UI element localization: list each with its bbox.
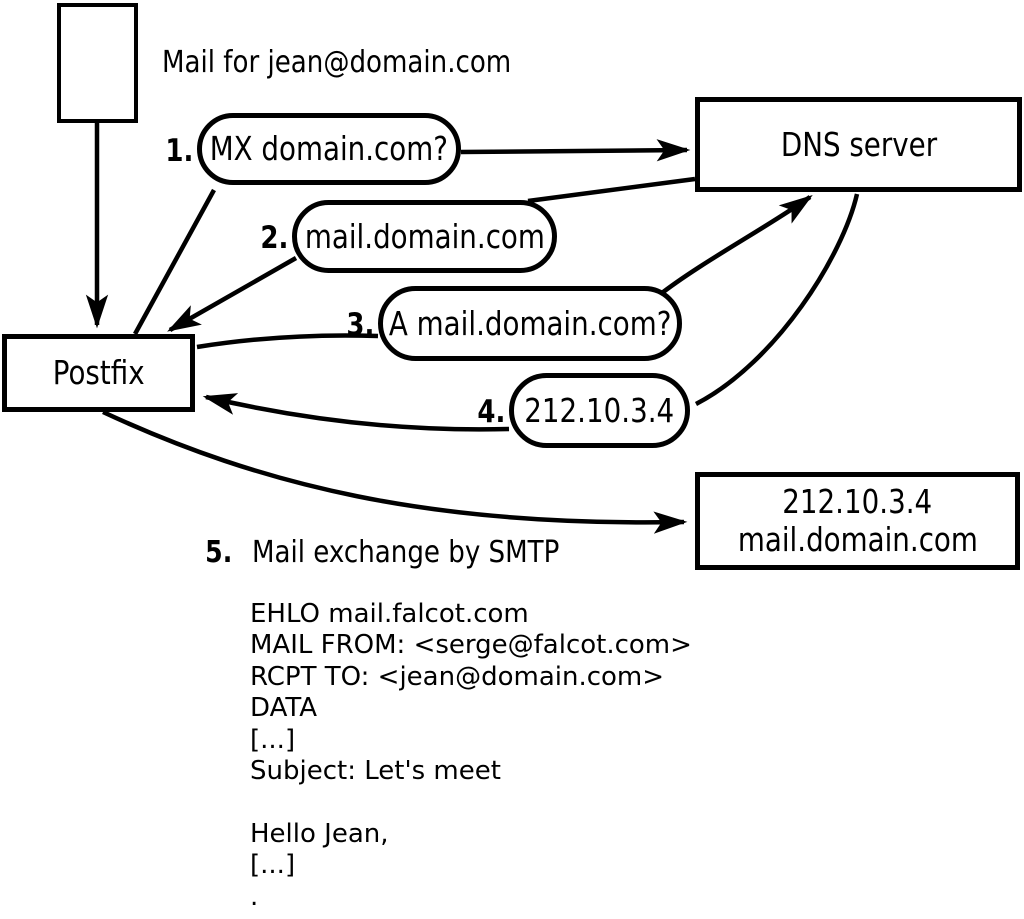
smtp-session-transcript: EHLO mail.falcot.com MAIL FROM: <serge@f…	[250, 599, 692, 913]
smtp-line: MAIL FROM: <serge@falcot.com>	[250, 630, 692, 661]
postfix-label: Postfix	[52, 353, 145, 393]
smtp-end-of-data-dot: .	[250, 881, 259, 912]
step-number-4: 4.	[476, 394, 505, 430]
smtp-line: Subject: Let's meet	[250, 755, 501, 786]
step-number-2: 2.	[259, 220, 288, 256]
smtp-blank-line	[250, 787, 692, 818]
dns-to-reply2-line	[527, 176, 696, 204]
dns-server-node: DNS server	[695, 97, 1022, 192]
postfix-node: Postfix	[2, 334, 195, 412]
intro-label-text: Mail for jean@domain.com	[162, 45, 512, 80]
reply-2-label: mail.domain.com	[304, 216, 545, 256]
reply-4-label: 212.10.3.4	[524, 390, 675, 430]
query-3-label: A mail.domain.com?	[388, 303, 672, 343]
step-5-caption-text: Mail exchange by SMTP	[252, 535, 560, 570]
smtp-exchange-arrow	[102, 409, 688, 534]
smtp-line: Hello Jean,	[250, 818, 389, 849]
smtp-line: RCPT TO: <jean@domain.com>	[250, 661, 665, 692]
mail-server-node: 212.10.3.4 mail.domain.com	[695, 472, 1020, 570]
mail-server-hostname: mail.domain.com	[737, 520, 978, 559]
sender-mail-node	[57, 3, 138, 123]
query-1-pill: MX domain.com?	[197, 113, 461, 185]
step-number-1: 1.	[164, 133, 193, 169]
smtp-line: DATA	[250, 693, 317, 724]
reply-4-pill: 212.10.3.4	[509, 373, 690, 448]
step-number-3: 3.	[345, 307, 374, 343]
reply4-to-postfix-arrow	[202, 393, 510, 432]
dns-to-reply4-line	[694, 193, 860, 406]
query-1-label: MX domain.com?	[209, 129, 449, 169]
query-3-pill: A mail.domain.com?	[378, 286, 682, 361]
intro-label: Mail for jean@domain.com	[162, 46, 563, 80]
dns-server-label: DNS server	[780, 124, 937, 164]
reply-2-pill: mail.domain.com	[292, 200, 557, 273]
postfix-to-query3-line	[196, 333, 379, 350]
mail-server-ip: 212.10.3.4	[782, 482, 933, 522]
query3-to-dns-arrow	[656, 195, 813, 298]
smtp-line: [...]	[250, 724, 296, 755]
smtp-line: [...]	[250, 850, 296, 881]
step-5-caption: Mail exchange by SMTP	[252, 536, 605, 570]
smtp-line: EHLO mail.falcot.com	[250, 599, 529, 629]
reply2-to-postfix-arrow	[167, 256, 298, 332]
postfix-to-query1-line	[133, 188, 216, 336]
query1-to-dns-arrow	[460, 139, 691, 162]
step-number-5: 5.	[204, 535, 232, 570]
